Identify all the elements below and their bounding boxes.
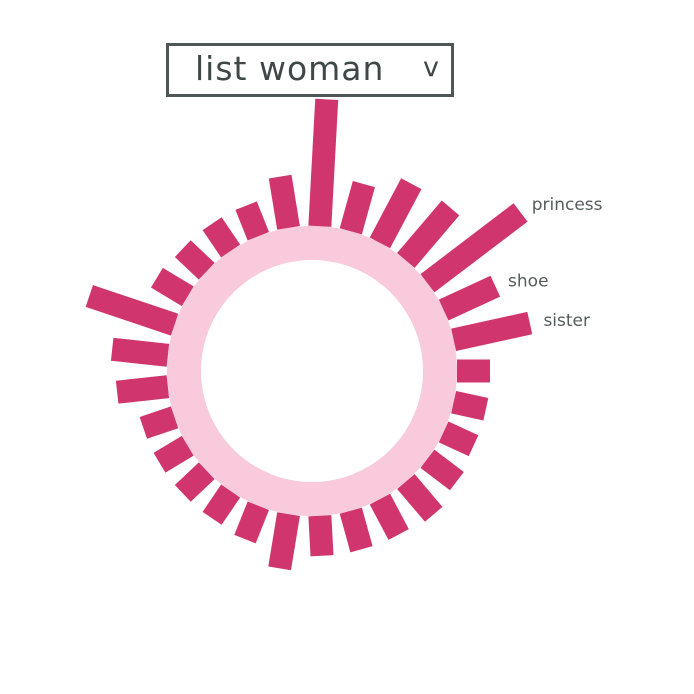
bar-6 [339, 507, 373, 553]
word-selector-dropdown[interactable]: list woman v [166, 43, 454, 97]
bar-24 [369, 178, 422, 249]
bar-10 [202, 484, 241, 525]
bar-19 [202, 217, 241, 258]
bars [85, 98, 533, 571]
bar-27 [438, 275, 501, 321]
bar-9 [234, 501, 270, 544]
bar-5 [369, 493, 409, 540]
bar-4 [397, 474, 443, 522]
bar-11 [174, 462, 215, 502]
bar-21 [268, 174, 300, 230]
bar-0 [457, 359, 490, 383]
bar-2 [438, 421, 479, 457]
selector-value: list woman [195, 49, 385, 88]
bar-23 [339, 180, 375, 235]
bar-13 [139, 406, 179, 439]
bar-25 [397, 200, 460, 268]
bar-28 [451, 311, 533, 352]
bar-3 [420, 449, 464, 491]
bar-14 [115, 375, 170, 404]
bar-12 [153, 435, 194, 473]
bar-1 [451, 390, 489, 421]
bar-20 [235, 201, 270, 241]
bar-22 [308, 98, 339, 227]
bar-17 [150, 267, 194, 307]
bar-26 [420, 203, 528, 293]
bar-labels: princess shoe sister [508, 195, 603, 331]
bar-18 [174, 240, 215, 280]
chevron-down-icon: v [423, 52, 439, 83]
bar-8 [268, 512, 300, 571]
bar-16 [85, 285, 179, 336]
bar-15 [110, 337, 170, 367]
bar-7 [308, 515, 334, 557]
bar-label-shoe: shoe [508, 271, 548, 291]
center-ring [167, 226, 457, 516]
bar-label-princess: princess [532, 195, 603, 215]
bar-label-sister: sister [543, 311, 590, 331]
